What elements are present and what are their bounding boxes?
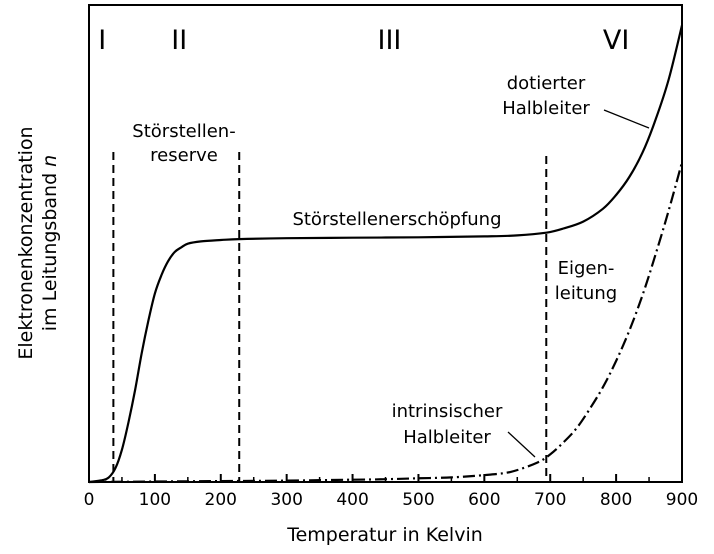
boundary-lines (112, 152, 548, 482)
x-tick-label: 900 (666, 490, 698, 510)
annotation-erschoepfung: Störstellenerschöpfung (292, 209, 501, 230)
x-tick-label: 500 (402, 490, 434, 510)
annotation-line: reserve (150, 145, 218, 166)
y-axis-label-line2: im Leitungsband n (39, 155, 61, 331)
series-group (88, 24, 684, 484)
x-tick-label: 600 (468, 490, 500, 510)
series-line-dotiert (88, 24, 684, 484)
annotation-line: leitung (555, 283, 617, 304)
annotation-reserve: Störstellen-reserve (132, 121, 235, 166)
annotations: Störstellen-reserveStörstellenerschöpfun… (132, 73, 617, 448)
leader-lines (507, 109, 650, 458)
y-axis-label: Elektronenkonzentration im Leitungsband … (15, 126, 61, 359)
annotation-line: Halbleiter (403, 427, 491, 448)
x-axis-ticks: 0 100 200 300 400 500 600 700 800 900 (84, 474, 698, 510)
annotation-line: Störstellen- (132, 121, 235, 142)
x-tick-label: 800 (600, 490, 632, 510)
annotation-eigen: Eigen-leitung (555, 258, 617, 304)
x-tick-label: 300 (270, 490, 302, 510)
annotation-line: Halbleiter (502, 98, 590, 119)
x-tick-label: 700 (534, 490, 566, 510)
region-label: I (98, 25, 106, 56)
x-tick-label: 200 (205, 490, 237, 510)
y-axis-label-line2-text: im Leitungsband (39, 167, 61, 331)
plot-frame (88, 4, 683, 483)
region-label: II (171, 25, 187, 56)
y-axis-label-symbol: n (39, 155, 61, 167)
x-tick-label: 100 (139, 490, 171, 510)
x-axis-label: Temperatur in Kelvin (286, 524, 483, 546)
y-axis-label-line1: Elektronenkonzentration (15, 126, 37, 359)
annotation-line: dotierter (507, 73, 586, 94)
x-tick-label: 0 (84, 490, 95, 510)
leader-line-dotiert (603, 109, 650, 129)
annotation-line: intrinsischer (392, 401, 503, 422)
leader-line-intrinsisch (507, 431, 536, 458)
region-label: VI (603, 25, 629, 56)
region-label: III (378, 25, 402, 56)
annotation-line: Störstellenerschöpfung (292, 209, 501, 230)
x-tick-label: 400 (336, 490, 368, 510)
annotation-line: Eigen- (558, 258, 615, 279)
